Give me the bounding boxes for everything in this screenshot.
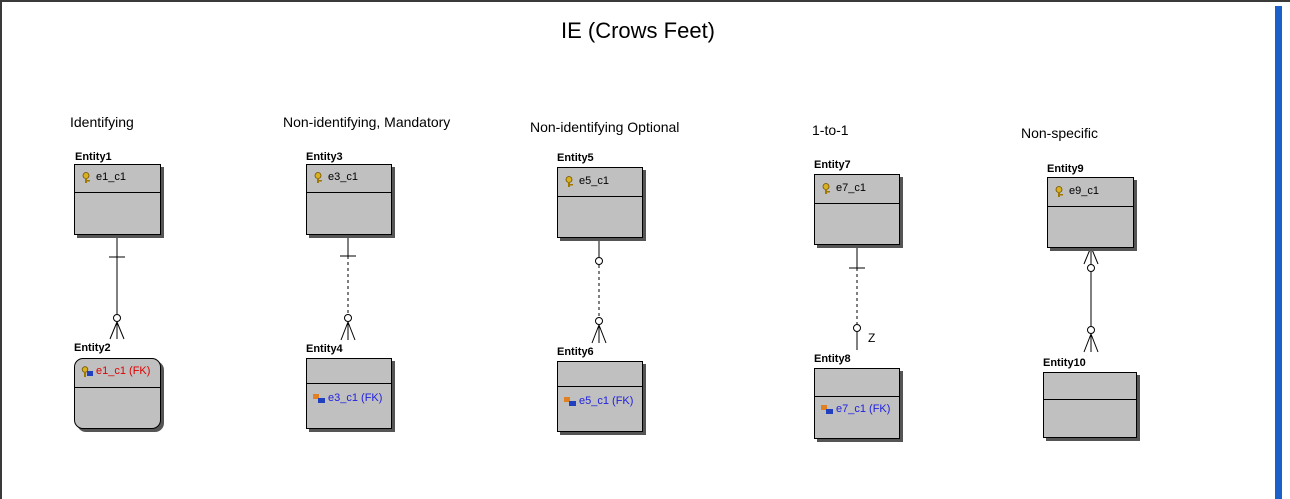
entity-name-entity2: Entity2 (74, 342, 111, 354)
entity-name-entity3: Entity3 (306, 151, 343, 163)
foreign-key-icon (313, 393, 325, 404)
attribute-name: e7_c1 (836, 182, 866, 194)
attribute-name: e1_c1 (96, 171, 126, 183)
entity-entity9[interactable]: e9_c1 (1047, 177, 1134, 248)
frame-right-border (1275, 6, 1282, 499)
attribute-row[interactable]: e3_c1 (FK) (313, 392, 382, 404)
entity-entity1[interactable]: e1_c1 (74, 164, 161, 235)
entity-name-entity10: Entity10 (1043, 357, 1086, 369)
relationship-non-identifying-mandatory[interactable] (340, 234, 356, 341)
attribute-row[interactable]: e7_c1 (FK) (821, 403, 890, 415)
entity-name-entity7: Entity7 (814, 159, 851, 171)
entity-key-area (1044, 373, 1136, 400)
attribute-row[interactable]: e1_c1 (FK) (81, 365, 150, 377)
entity-name-entity5: Entity5 (557, 152, 594, 164)
section-label-non-identifying-optional: Non-identifying Optional (530, 119, 680, 135)
attribute-name: e5_c1 (FK) (579, 395, 634, 407)
key-icon (564, 175, 576, 187)
attribute-name: e3_c1 (328, 171, 358, 183)
entity-key-area (815, 369, 899, 397)
frame-left-border (0, 0, 2, 499)
entity-key-area (307, 165, 391, 193)
entity-key-area (815, 175, 899, 204)
attribute-row[interactable]: e7_c1 (821, 182, 866, 194)
foreign-key-icon (821, 404, 833, 415)
frame-top-border (0, 0, 1290, 2)
attribute-row[interactable]: e9_c1 (1054, 185, 1099, 197)
entity-name-entity4: Entity4 (306, 343, 343, 355)
relationship-one-to-one[interactable] (849, 244, 865, 350)
entity-key-area (1048, 178, 1133, 207)
diagram-title: IE (Crows Feet) (560, 18, 716, 43)
entity-entity6[interactable]: e5_c1 (FK) (557, 361, 643, 432)
entity-key-area (558, 362, 642, 387)
attribute-name: e3_c1 (FK) (328, 392, 383, 404)
attribute-name: e7_c1 (FK) (836, 403, 891, 415)
section-label-one-to-one: 1-to-1 (812, 122, 849, 138)
entity-name-entity9: Entity9 (1047, 163, 1084, 175)
attribute-name: e5_c1 (579, 175, 609, 187)
entity-name-entity8: Entity8 (814, 353, 851, 365)
section-label-non-specific: Non-specific (1021, 125, 1099, 141)
one-to-one-cardinality-label: Z (868, 331, 876, 345)
attribute-row[interactable]: e1_c1 (81, 171, 126, 183)
key-icon (1054, 185, 1066, 197)
entity-entity8[interactable]: e7_c1 (FK) (814, 368, 900, 439)
entity-name-entity6: Entity6 (557, 346, 594, 358)
entity-entity10[interactable] (1043, 372, 1137, 438)
entity-entity2[interactable]: e1_c1 (FK) (74, 358, 161, 429)
entity-key-area (75, 359, 160, 388)
section-label-identifying: Identifying (70, 114, 134, 130)
entity-key-area (307, 359, 391, 384)
attribute-name: e9_c1 (1069, 185, 1099, 197)
key-icon (313, 171, 325, 183)
attribute-name: e1_c1 (FK) (96, 365, 151, 377)
entity-entity3[interactable]: e3_c1 (306, 164, 392, 235)
relationship-non-specific[interactable] (1083, 246, 1099, 353)
section-label-non-identifying-mandatory: Non-identifying, Mandatory (283, 114, 451, 130)
foreign-key-icon (564, 396, 576, 407)
key-icon (81, 171, 93, 183)
entity-key-area (558, 168, 642, 197)
entity-entity5[interactable]: e5_c1 (557, 167, 643, 238)
key-icon (821, 182, 833, 194)
attribute-row[interactable]: e5_c1 (FK) (564, 395, 633, 407)
primary-foreign-key-icon (81, 365, 93, 377)
entity-key-area (75, 165, 160, 193)
entity-name-entity1: Entity1 (75, 151, 112, 163)
attribute-row[interactable]: e3_c1 (313, 171, 358, 183)
relationship-non-identifying-optional[interactable] (591, 238, 607, 344)
relationship-identifying[interactable] (109, 234, 125, 340)
entity-entity4[interactable]: e3_c1 (FK) (306, 358, 392, 429)
entity-entity7[interactable]: e7_c1 (814, 174, 900, 245)
attribute-row[interactable]: e5_c1 (564, 175, 609, 187)
